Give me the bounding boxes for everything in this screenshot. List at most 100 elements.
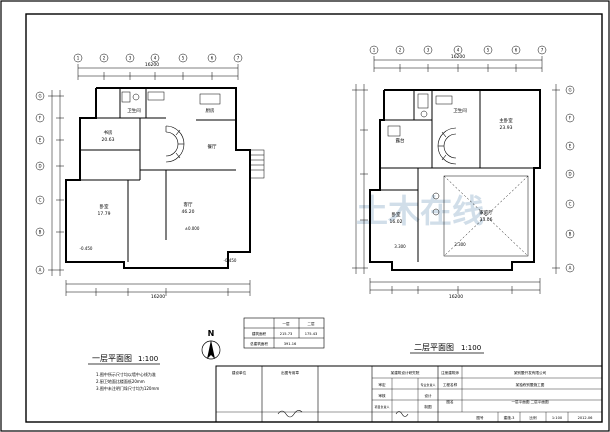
tb-role-4: 设计	[424, 393, 432, 398]
first-floor-interior-walls	[66, 88, 236, 262]
north-arrow: N	[201, 329, 221, 360]
signature-mark	[277, 410, 303, 418]
first-floor-plan-scale: 1:100	[138, 355, 158, 363]
tb-role-5: 制图	[424, 404, 432, 409]
area-row1-label: 建筑面积	[252, 331, 267, 336]
room-living: 客厅	[184, 201, 193, 208]
area-header-2f: 二层	[307, 321, 315, 326]
title-block: 建设单位 出图专用章 某建筑设计研究院 注册建筑师 某别墅开发有限公司 审定 审…	[215, 365, 603, 423]
elevation-2f-b: 3.300	[394, 244, 406, 249]
first-floor-plan-title: 一层平面图	[92, 354, 132, 363]
tb-role-3: 专业负责人	[420, 382, 435, 387]
area-header-1f: 一层	[282, 321, 290, 326]
svg-text:C: C	[39, 198, 42, 203]
svg-text:G: G	[568, 88, 571, 93]
first-floor-plan: 16200 1 2 3 4 5 6 7 G F E D	[35, 53, 265, 391]
svg-text:7: 7	[541, 48, 544, 53]
second-floor-plan: 16200 1 2 3 4 5 6 7 G F E D	[352, 45, 575, 354]
svg-text:7: 7	[237, 56, 240, 61]
tb-scale-label: 比例	[529, 415, 537, 420]
room-labels-2f: 主卧室 23.93 卧室 16.02 家庭厅 33.06 露台 卫生间 3.30…	[390, 107, 514, 249]
elevation-1f-a: ±0.000	[185, 226, 200, 231]
overall-dimension-top-2f: 16200	[451, 54, 465, 60]
svg-text:1: 1	[77, 56, 80, 61]
dimension-chain-left-2f	[352, 84, 368, 274]
room-family-area: 33.06	[480, 217, 493, 223]
first-floor-walls	[65, 87, 251, 269]
tb-project-label: 工程名称	[443, 382, 458, 387]
svg-text:4: 4	[457, 48, 460, 53]
area-table: 一层 二层 建筑面积 215.73 175.43 总建筑面积 391.16	[243, 317, 325, 349]
terrace-parapet	[443, 175, 529, 257]
axis-bubbles-right-2f: G F E D C B A	[565, 85, 575, 273]
room-bedroom: 卧室	[100, 203, 109, 210]
tb-role-2: 项目负责人	[374, 404, 389, 409]
svg-text:F: F	[39, 116, 42, 121]
tb-project-name: 某独栋别墅施工图	[516, 382, 545, 387]
elevation-1f-b: -0.450	[80, 246, 93, 251]
spiral-stair-2f	[437, 127, 457, 165]
watermark-text: 土木在线	[356, 192, 484, 230]
svg-text:1: 1	[373, 48, 376, 53]
room-family: 家庭厅	[479, 209, 493, 216]
room-bedroom-2f-area: 16.02	[390, 219, 403, 225]
second-floor-plan-title: 二层平面图	[414, 343, 454, 352]
svg-text:E: E	[569, 144, 572, 149]
tb-sheet-no: 建施-3	[504, 415, 515, 420]
svg-text:B: B	[39, 230, 42, 235]
svg-text:F: F	[569, 116, 572, 121]
svg-text:5: 5	[487, 48, 490, 53]
area-row1-2f: 175.43	[305, 332, 318, 336]
second-floor-plan-scale: 1:100	[461, 344, 481, 352]
room-study-area: 20.63	[102, 137, 115, 143]
tb-drawing-label: 图名	[446, 399, 454, 404]
tb-role-0: 审定	[378, 382, 386, 387]
bathroom-fixtures-2f	[387, 93, 453, 216]
room-master: 主卧室	[499, 117, 513, 124]
room-living-area: 46.20	[182, 209, 195, 215]
room-toilet-2f: 卫生间	[453, 107, 467, 114]
svg-text:G: G	[38, 94, 41, 99]
axis-bubbles-top-2f: 1 2 3 4 5 6 7	[369, 45, 547, 55]
note-1: 1.图中所示尺寸均以墙中心线为准	[96, 371, 156, 377]
overall-dimension-bottom-2f: 16200	[449, 294, 463, 300]
note-2: 2.厨卫地面比楼面低20mm	[96, 378, 145, 384]
axis-bubbles-left: G F E D C B A	[35, 91, 45, 275]
signature-mark-2	[395, 411, 409, 417]
svg-text:B: B	[569, 232, 572, 237]
room-terrace: 露台	[396, 137, 405, 144]
svg-text:C: C	[569, 202, 572, 207]
dimension-chain-top	[77, 64, 239, 80]
room-study: 书房	[104, 129, 113, 136]
svg-text:6: 6	[515, 48, 518, 53]
svg-text:3: 3	[427, 48, 430, 53]
svg-text:2: 2	[103, 56, 106, 61]
tb-design-unit-header: 建设单位	[232, 370, 247, 375]
svg-text:D: D	[568, 172, 571, 177]
room-labels-1f: 客厅 46.20 卧室 17.79 书房 20.63 餐厅 厨房 卫生间 ±0.…	[80, 107, 237, 263]
svg-text:5: 5	[182, 56, 185, 61]
svg-text:E: E	[39, 138, 42, 143]
room-master-area: 23.93	[500, 125, 513, 131]
svg-text:A: A	[39, 268, 42, 273]
room-toilet: 卫生间	[127, 107, 141, 114]
dimension-chain-top-2f	[373, 56, 543, 72]
spiral-stair-1f	[165, 125, 185, 163]
axis-bubbles-top: 1 2 3 4 5 6 7	[73, 53, 243, 63]
tb-date: 2012.06	[578, 416, 594, 420]
svg-text:D: D	[38, 164, 41, 169]
elevation-2f-a: 3.300	[454, 242, 466, 247]
tb-scale: 1:100	[552, 416, 563, 420]
dimension-chain-bottom	[65, 280, 251, 296]
entrance-steps-1f	[249, 149, 265, 179]
room-kitchen: 厨房	[206, 107, 215, 114]
svg-text:6: 6	[211, 56, 214, 61]
svg-text:A: A	[569, 266, 572, 271]
dimension-chain-right-2f	[552, 84, 560, 274]
elevation-1f-c: -0.450	[224, 258, 237, 263]
north-label: N	[208, 329, 215, 338]
room-dining: 餐厅	[208, 143, 217, 150]
dimension-chain-bottom-2f	[369, 278, 541, 294]
overall-dimension-bottom: 16200	[151, 294, 165, 300]
